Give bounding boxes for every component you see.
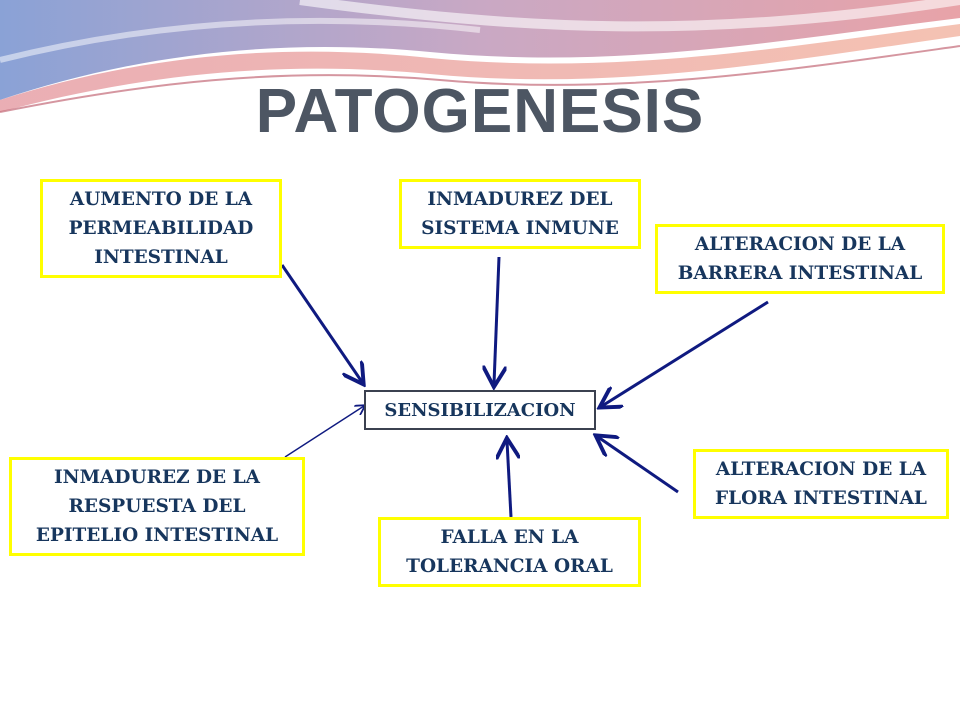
center-node-sensibilizacion: SENSIBILIZACION: [364, 390, 596, 430]
factor-epitelio-box: INMADUREZ DE LA RESPUESTA DEL EPITELIO I…: [9, 457, 305, 556]
page-title: PATOGENESIS: [255, 77, 705, 146]
arrow-permeabilidad: [280, 264, 362, 382]
arrow-barrera: [602, 300, 769, 406]
factor-tolerancia-box: FALLA EN LA TOLERANCIA ORAL: [378, 517, 641, 587]
factor-inmune-box: INMADUREZ DEL SISTEMA INMUNE: [399, 179, 641, 249]
arrow-flora: [598, 437, 679, 494]
arrow-epitelio: [284, 406, 364, 458]
factor-barrera-box: ALTERACION DE LA BARRERA INTESTINAL: [655, 224, 945, 294]
factor-flora-box: ALTERACION DE LA FLORA INTESTINAL: [693, 449, 949, 519]
arrow-inmune: [494, 256, 499, 384]
header-wave-banner: [0, 0, 960, 113]
factor-permeabilidad-box: AUMENTO DE LA PERMEABILIDAD INTESTINAL: [40, 179, 282, 278]
arrow-tolerancia: [507, 441, 511, 518]
